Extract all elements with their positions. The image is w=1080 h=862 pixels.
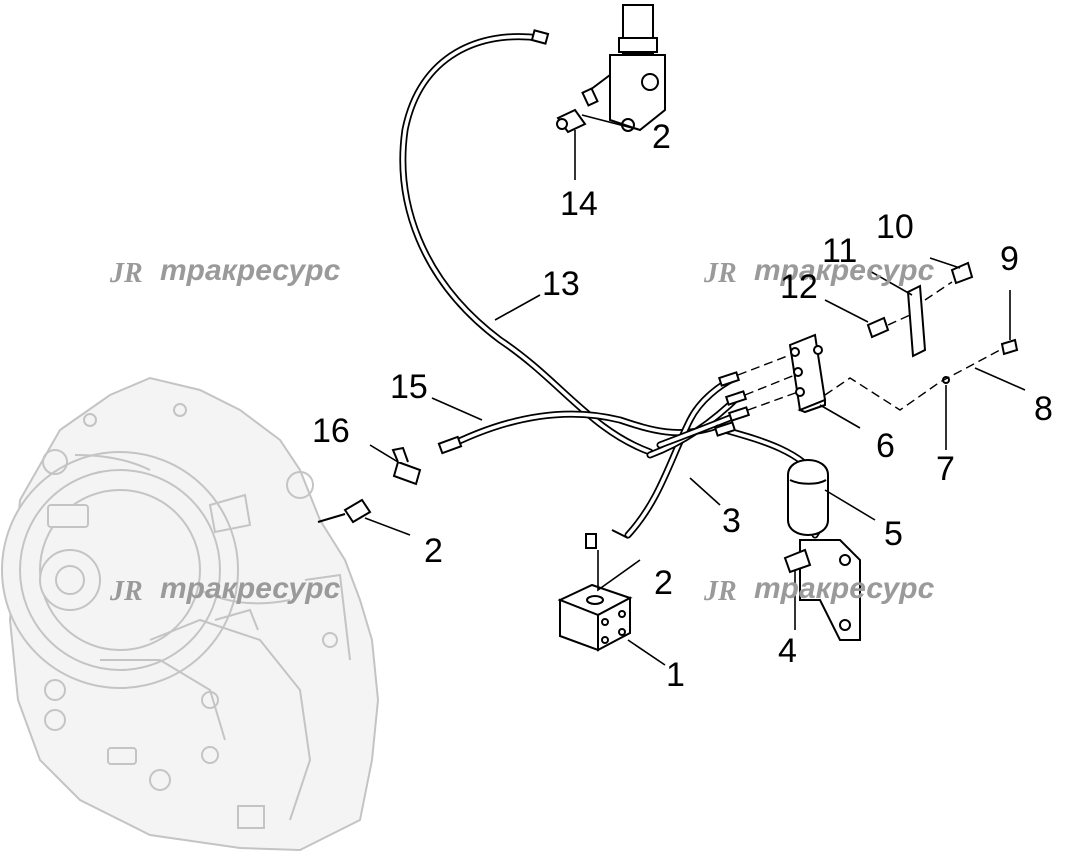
callout-2-left: 2 — [424, 532, 443, 570]
callout-7: 7 — [936, 450, 955, 488]
callout-5: 5 — [884, 515, 903, 553]
callout-8: 8 — [1034, 390, 1053, 428]
svg-text:тракресурс: тракресурс — [160, 254, 341, 287]
callout-1: 1 — [666, 656, 685, 694]
callout-3: 3 — [722, 502, 741, 540]
callout-14: 14 — [560, 185, 598, 223]
callout-12: 12 — [780, 268, 818, 306]
bolt-item-9 — [1000, 338, 1019, 356]
callout-15: 15 — [390, 368, 428, 406]
callout-13: 13 — [542, 265, 580, 303]
watermark-1: JR тракресурс — [109, 254, 341, 289]
svg-text:JR: JR — [703, 576, 737, 607]
svg-text:JR: JR — [703, 258, 737, 289]
callout-2-top: 2 — [652, 118, 671, 156]
callout-16: 16 — [312, 412, 350, 450]
leader-lines — [364, 114, 1026, 666]
fitting-item-12 — [866, 316, 890, 339]
svg-text:тракресурс: тракресурс — [160, 572, 341, 605]
callout-4: 4 — [778, 632, 797, 670]
callout-2-mid: 2 — [654, 564, 673, 602]
svg-text:JR: JR — [109, 576, 143, 607]
callout-10: 10 — [876, 208, 914, 246]
callout-6: 6 — [876, 427, 895, 465]
fitting-item-4 — [783, 548, 812, 574]
accumulator-5 — [787, 459, 861, 641]
block-item-1 — [557, 583, 633, 652]
transmission-housing-ghost — [1, 376, 380, 852]
fitting-item-10 — [950, 261, 974, 285]
watermark-2: JR тракресурс — [703, 254, 935, 289]
hose-13 — [399, 29, 654, 456]
svg-text:JR: JR — [109, 258, 143, 289]
callout-9: 9 — [1000, 240, 1019, 278]
svg-text:тракресурс: тракресурс — [754, 572, 935, 605]
fitting-item-2-lower — [585, 533, 597, 549]
tee-fitting-16 — [391, 446, 422, 486]
plate-item-11 — [906, 284, 927, 358]
manifold-bracket-6 — [713, 333, 827, 437]
watermark-4: JR тракресурс — [703, 572, 935, 607]
sensor-item-14 — [556, 108, 587, 134]
callout-11: 11 — [822, 232, 857, 270]
svg-text:тракресурс: тракресурс — [754, 254, 935, 287]
fitting-item-2-left — [343, 498, 372, 524]
sensor-valve-assembly — [581, 4, 666, 132]
watermark-3: JR тракресурс — [109, 572, 341, 607]
